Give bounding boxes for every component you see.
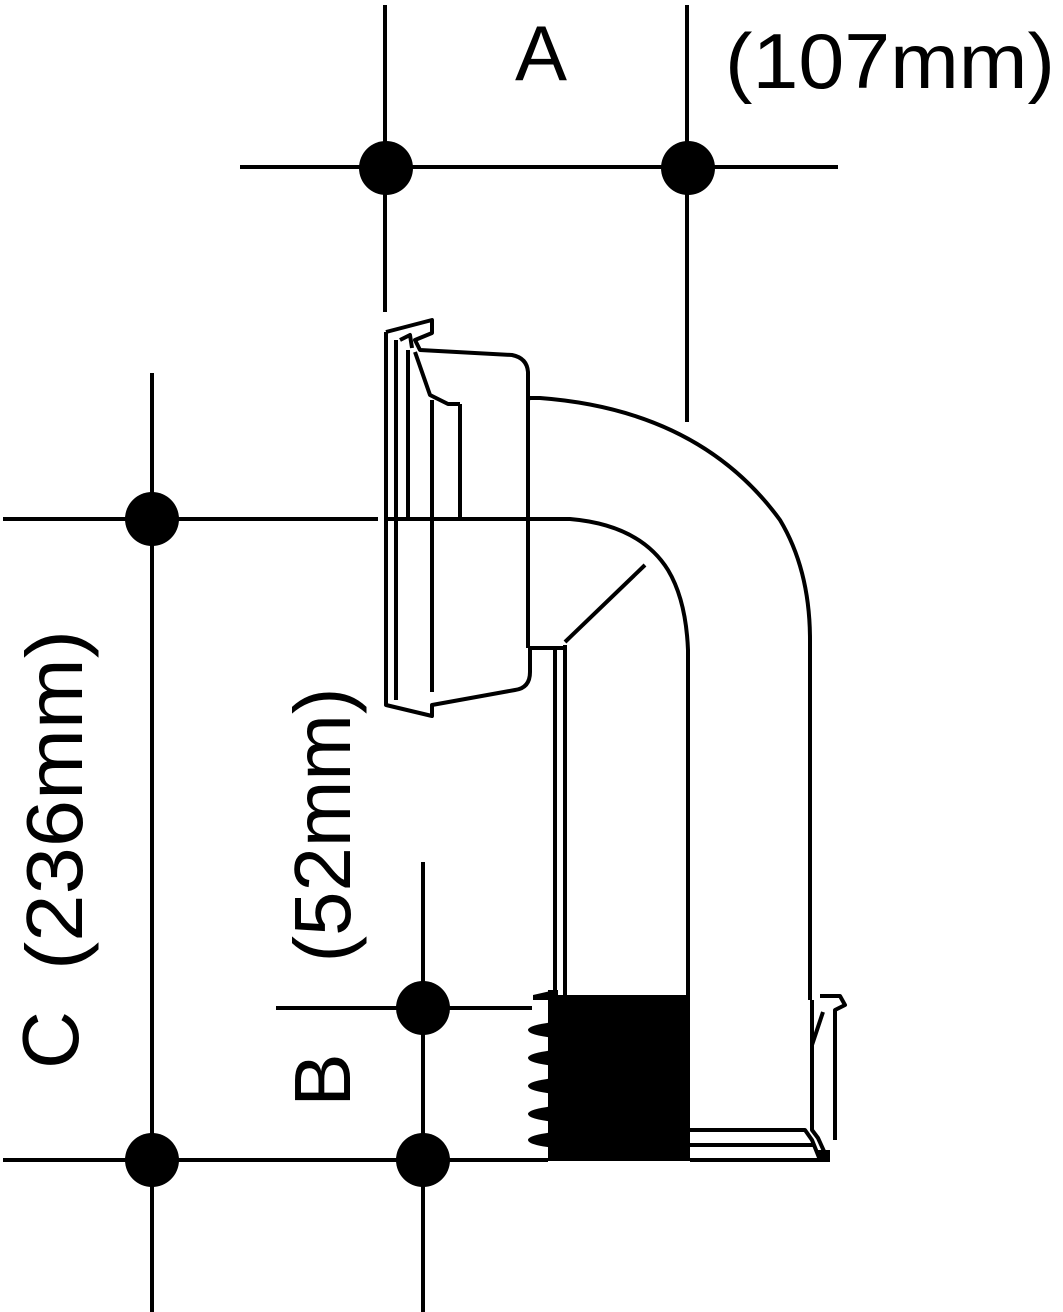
- dim-c-letter: C: [6, 1011, 95, 1069]
- nut-left-rim: [548, 990, 558, 1161]
- bottom-pipe-outline: [690, 1128, 822, 1162]
- right-clip-tab: [820, 994, 847, 1140]
- flange-outline: [384, 332, 565, 718]
- dim-b-dot-bottom: [396, 1133, 450, 1187]
- dim-a-letter: A: [515, 9, 567, 97]
- dim-b-letter: B: [278, 1053, 367, 1106]
- thread-2: [528, 1050, 555, 1066]
- dim-b-dot-top: [396, 981, 450, 1035]
- dim-a-dot-left: [359, 141, 413, 195]
- thread-1: [528, 1022, 555, 1038]
- dim-a-dot-right: [661, 141, 715, 195]
- cap-hook: [399, 333, 414, 349]
- thread-4: [528, 1106, 555, 1122]
- dim-c-dot-top: [125, 492, 179, 546]
- cap-clip: [413, 351, 460, 406]
- dimension-dots: [125, 141, 715, 1187]
- dim-c-value: (236mm): [10, 630, 99, 970]
- nut-body: [555, 995, 690, 1161]
- clip-foot: [818, 1150, 830, 1162]
- nut-top-ridge: [533, 990, 555, 1000]
- dim-b-value: (52mm): [278, 688, 367, 963]
- elbow-diagonal: [563, 563, 647, 644]
- thread-3: [528, 1078, 555, 1094]
- elbow-outer-curve: [528, 396, 812, 1000]
- elbow-inner-curve: [528, 517, 690, 995]
- dim-a-value: (107mm): [725, 17, 1055, 105]
- right-clip-detail: [810, 1011, 825, 1046]
- threaded-nut: [528, 990, 830, 1162]
- right-clip-outline: [810, 1000, 830, 1161]
- dim-c-dot-bottom: [125, 1133, 179, 1187]
- pipe-elbow: [384, 318, 847, 1162]
- thread-5: [528, 1132, 555, 1148]
